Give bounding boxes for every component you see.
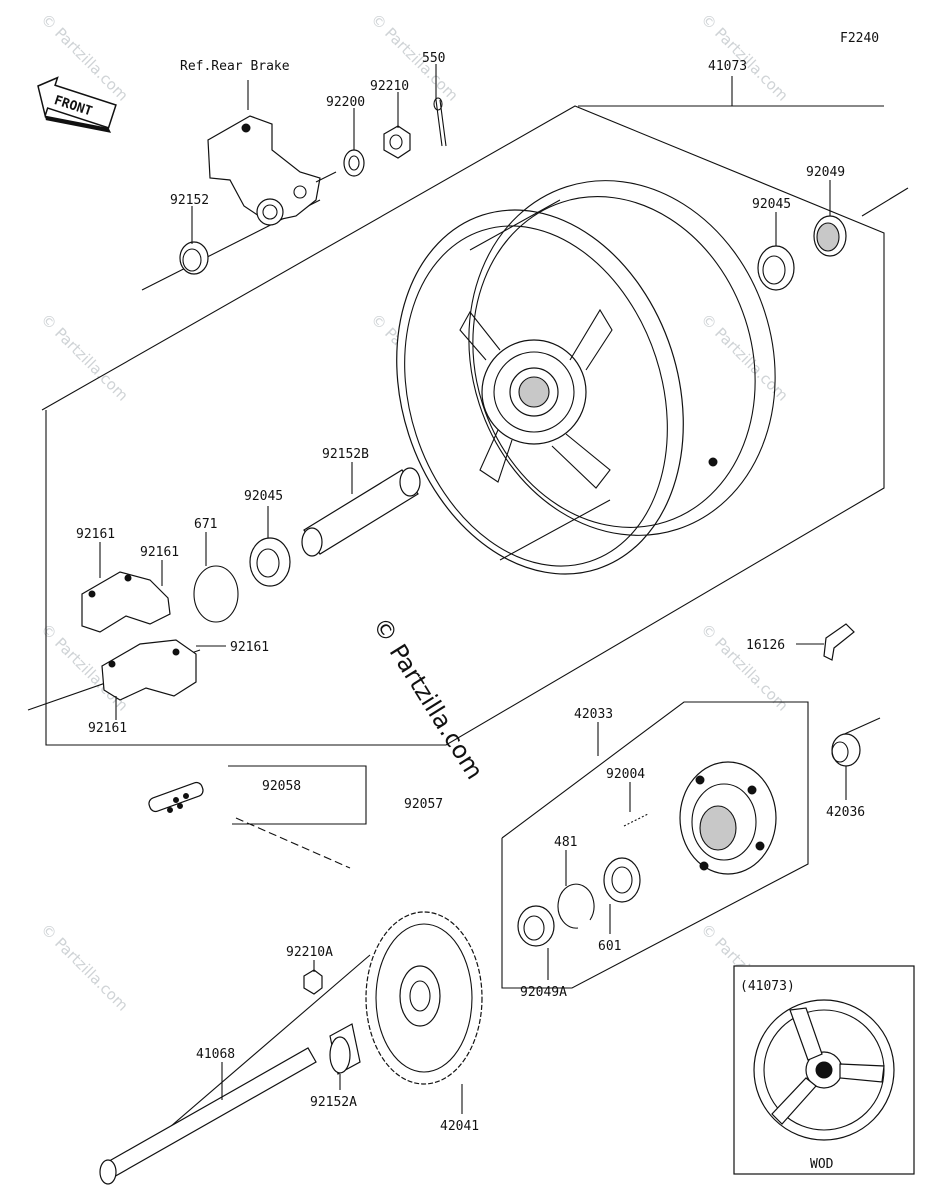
- watermark-text: © Partzilla.com: [697, 10, 792, 105]
- diagram-code: F2240: [840, 31, 879, 46]
- ref-rear-brake-note: Ref.Rear Brake: [180, 59, 290, 74]
- watermark-text: © Partzilla.com: [37, 310, 132, 405]
- label-92045: 92045: [244, 489, 283, 504]
- caliper-bracket: [207, 80, 337, 226]
- watermark-text: © Partzilla.com: [37, 920, 132, 1015]
- part-labels: Ref.Rear Brake 41073 550 92210 92200 921…: [76, 51, 865, 1134]
- collar-92152B: [301, 467, 421, 557]
- label-92210: 92210: [370, 79, 409, 94]
- wheel-hub: [459, 308, 613, 489]
- bearing-92045: [249, 537, 291, 587]
- label-92200: 92200: [326, 95, 365, 110]
- label-550: 550: [422, 51, 445, 66]
- circlip-481: [557, 883, 595, 929]
- inset-wheel: [753, 999, 895, 1141]
- label-42041: 42041: [440, 1119, 479, 1134]
- stud-92004: [623, 813, 649, 827]
- wheel-group-frame: [41, 76, 885, 746]
- seal-92049: [813, 215, 847, 257]
- valve-16126: [823, 623, 855, 661]
- label-92210A: 92210A: [286, 945, 333, 960]
- watermark-text: © Partzilla.com: [697, 310, 792, 405]
- nut-92210: [383, 125, 411, 159]
- damper-92161-upper: [81, 571, 171, 633]
- master-link-92058: [148, 781, 204, 813]
- label-92161-d: 92161: [88, 721, 127, 736]
- hub-group-frame: [501, 701, 809, 989]
- label-92057: 92057: [404, 797, 443, 812]
- label-41073: 41073: [708, 59, 747, 74]
- label-671: 671: [194, 517, 217, 532]
- sprocket-hub-42033: [679, 761, 777, 875]
- cotter-pin-550: [433, 97, 447, 147]
- label-92049A: 92049A: [520, 985, 567, 1000]
- label-92161-a: 92161: [76, 527, 115, 542]
- label-16126: 16126: [746, 638, 785, 653]
- axle-41068: [99, 1047, 317, 1185]
- collar-42036: [831, 733, 861, 767]
- label-601: 601: [598, 939, 621, 954]
- watermark-text: © Partzilla.com: [697, 620, 792, 715]
- seal-92152: [179, 241, 209, 275]
- o-ring-671: [193, 565, 239, 623]
- label-92161-c: 92161: [230, 640, 269, 655]
- label-92152A: 92152A: [310, 1095, 357, 1110]
- label-41068: 41068: [196, 1047, 235, 1062]
- collar-92152A: [329, 1023, 361, 1075]
- sprocket-42041: [365, 911, 483, 1085]
- inset-caption: WOD: [810, 1157, 834, 1172]
- inset-title: (41073): [740, 979, 795, 994]
- nut-92210A: [303, 969, 323, 995]
- central-watermark: © Partzilla.com: [367, 612, 489, 784]
- collar-92200: [343, 149, 365, 177]
- label-92004: 92004: [606, 767, 645, 782]
- label-42033: 42033: [574, 707, 613, 722]
- label-92049: 92049: [806, 165, 845, 180]
- inset-panel: (41073) WOD: [733, 965, 915, 1175]
- label-92058: 92058: [262, 779, 301, 794]
- label-92045-top: 92045: [752, 197, 791, 212]
- chain-92057: [235, 817, 351, 869]
- front-arrow: FRONT: [37, 76, 117, 133]
- label-481: 481: [554, 835, 577, 850]
- leader-lines: [99, 64, 847, 1114]
- label-92161-b: 92161: [140, 545, 179, 560]
- label-92152: 92152: [170, 193, 209, 208]
- rear-wheel: [396, 180, 776, 575]
- bearing-92045-top: [757, 245, 795, 291]
- background-watermarks: © Partzilla.com © Partzilla.com © Partzi…: [37, 10, 792, 1015]
- damper-92161-lower: [101, 639, 197, 701]
- seal-92049A: [517, 905, 555, 947]
- label-92152B: 92152B: [322, 447, 369, 462]
- label-42036: 42036: [826, 805, 865, 820]
- bearing-601: [603, 857, 641, 903]
